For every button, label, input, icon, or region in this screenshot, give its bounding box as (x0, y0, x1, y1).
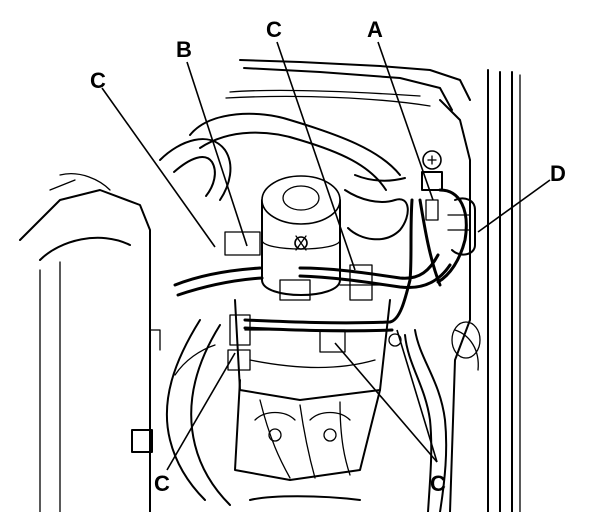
leader-c-top-left (101, 87, 216, 248)
callout-d: D (550, 161, 566, 186)
callout-a: A (367, 17, 383, 42)
leader-lines (101, 41, 551, 471)
left-radiator-area (19, 173, 161, 512)
callout-c-top-center: C (266, 17, 282, 42)
leader-c-bottom-right-2 (396, 329, 438, 463)
callout-b: B (176, 37, 192, 62)
callout-labels: C B C A D C C (90, 17, 566, 496)
callout-c-top-left: C (90, 68, 106, 93)
right-bracket-assembly (404, 150, 476, 512)
right-fender-frame (439, 69, 521, 512)
callout-c-bottom-left: C (154, 471, 170, 496)
leader-c-bottom-right-1 (334, 342, 438, 463)
wiring-harness (173, 188, 468, 376)
central-canister (261, 175, 341, 296)
callout-c-bottom-right: C (430, 471, 446, 496)
leader-c-top-center (276, 41, 356, 271)
leader-c-bottom-left (166, 352, 236, 471)
hood-panel (225, 59, 471, 111)
leader-a (377, 41, 434, 201)
leader-b (186, 61, 248, 247)
coolant-hoses (159, 112, 409, 506)
leader-d (477, 179, 551, 233)
